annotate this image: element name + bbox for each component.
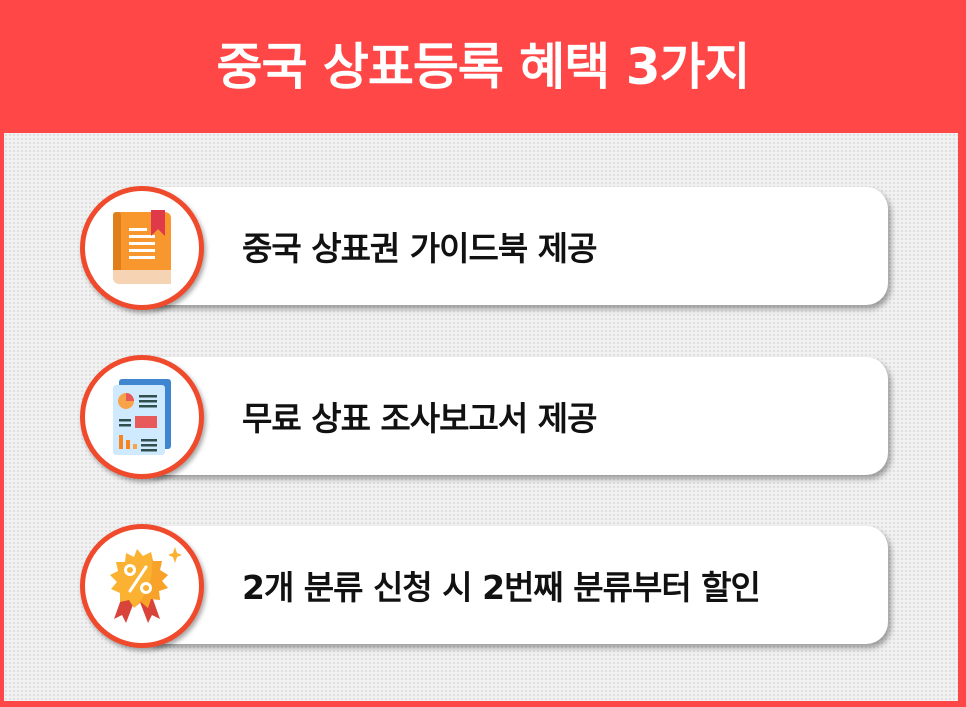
benefit-label: 중국 상표권 가이드북 제공 [242, 229, 597, 268]
report-document-icon [111, 379, 173, 455]
benefit-card-3: 2개 분류 신청 시 2번째 분류부터 할인 [150, 526, 888, 644]
benefit-icon-circle-1 [80, 186, 204, 310]
benefit-icon-circle-3 [80, 524, 204, 648]
benefit-label: 무료 상표 조사보고서 제공 [242, 399, 597, 438]
benefit-card-2: 무료 상표 조사보고서 제공 [150, 357, 888, 475]
header-banner: 중국 상표등록 혜택 3가지 [0, 0, 966, 133]
page-title: 중국 상표등록 혜택 3가지 [216, 37, 750, 96]
benefit-icon-circle-2 [80, 355, 204, 479]
discount-badge-icon [102, 545, 182, 627]
benefit-card-1: 중국 상표권 가이드북 제공 [150, 187, 888, 305]
benefit-label: 2개 분류 신청 시 2번째 분류부터 할인 [242, 568, 761, 607]
guidebook-icon [109, 210, 175, 286]
